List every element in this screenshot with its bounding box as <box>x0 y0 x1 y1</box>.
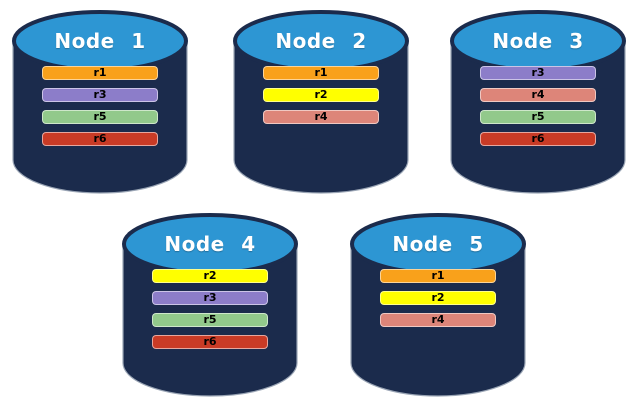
replica-bar: r6 <box>152 335 268 349</box>
replica-bar: r5 <box>152 313 268 327</box>
replica-list: r1 r3 r5 r6 <box>10 66 190 146</box>
node-title: Node 2 <box>275 29 367 53</box>
replica-list: r2 r3 r5 r6 <box>120 269 300 349</box>
node-1: Node 1 r1 r3 r5 r6 <box>10 8 190 198</box>
replica-bar: r1 <box>42 66 158 80</box>
node-title: Node 4 <box>164 232 256 256</box>
node-4: Node 4 r2 r3 r5 r6 <box>120 211 300 401</box>
replica-bar: r1 <box>263 66 379 80</box>
replica-bar: r2 <box>263 88 379 102</box>
replica-bar: r4 <box>380 313 496 327</box>
replica-bar: r2 <box>152 269 268 283</box>
node-2: Node 2 r1 r2 r4 <box>231 8 411 198</box>
replica-bar: r1 <box>380 269 496 283</box>
node-title: Node 5 <box>392 232 484 256</box>
replica-bar: r4 <box>263 110 379 124</box>
replica-bar: r3 <box>152 291 268 305</box>
node-title: Node 3 <box>492 29 584 53</box>
node-3: Node 3 r3 r4 r5 r6 <box>448 8 628 198</box>
replica-bar: r3 <box>480 66 596 80</box>
node-title: Node 1 <box>54 29 146 53</box>
replica-list: r3 r4 r5 r6 <box>448 66 628 146</box>
replica-list: r1 r2 r4 <box>231 66 411 124</box>
replica-bar: r6 <box>42 132 158 146</box>
replica-list: r1 r2 r4 <box>348 269 528 327</box>
replica-bar: r3 <box>42 88 158 102</box>
replica-bar: r6 <box>480 132 596 146</box>
replica-bar: r2 <box>380 291 496 305</box>
replica-bar: r5 <box>42 110 158 124</box>
replica-bar: r4 <box>480 88 596 102</box>
node-5: Node 5 r1 r2 r4 <box>348 211 528 401</box>
replica-bar: r5 <box>480 110 596 124</box>
